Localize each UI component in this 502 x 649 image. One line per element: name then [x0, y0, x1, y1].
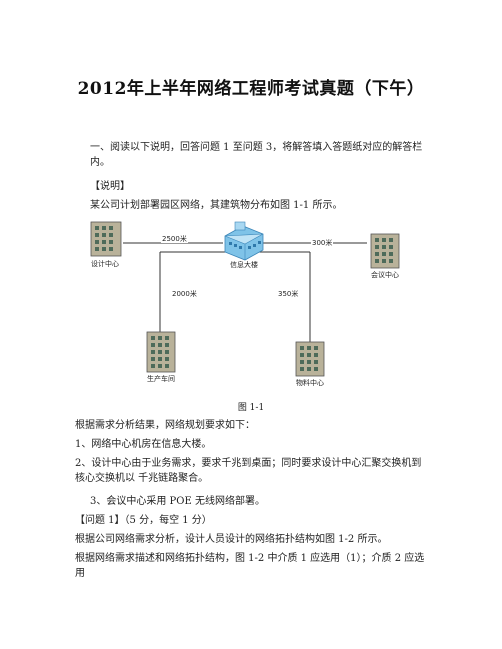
building-icon-design [90, 221, 122, 257]
diagram-lines [90, 221, 400, 377]
building-name-design: 设计中心 [91, 260, 119, 268]
campus-network-diagram: 2500米 300米 2000米 350米 设计中心 信息大楼 会议中心 生产车… [85, 218, 415, 398]
building-name-logistics: 物料中心 [296, 379, 324, 387]
distance-label-info-meeting: 300米 [311, 239, 334, 247]
distance-label-design-info: 2500米 [161, 235, 188, 243]
requirement-2: 2、设计中心由于业务需求，要求千兆到桌面；同时要求设计中心汇聚交换机到核心交换机… [75, 458, 422, 484]
building-name-workshop: 生产车间 [147, 375, 175, 383]
section-label-shuoming: 【说明】 [90, 181, 130, 192]
requirement-3: 3、会议中心采用 POE 无线网络部署。 [90, 496, 265, 507]
requirement-1: 1、网络中心机房在信息大楼。 [75, 439, 212, 450]
building-name-info: 信息大楼 [230, 261, 258, 269]
building-icon-workshop [146, 331, 176, 373]
question-1-text-2: 根据网络需求描述和网络拓扑结构，图 1-2 中介质 1 应选用（1）；介质 2 … [75, 553, 425, 579]
distance-label-workshop: 2000米 [171, 290, 198, 298]
page-title: 2012年上半年网络工程师考试真题（下午） [77, 79, 425, 99]
building-icon-logistics [295, 341, 325, 377]
building-name-meeting: 会议中心 [371, 271, 399, 279]
figure-caption: 图 1-1 [237, 403, 265, 413]
distance-label-logistics: 350米 [277, 290, 300, 298]
question-1-text: 根据公司网络需求分析，设计人员设计的网络拓扑结构如图 1-2 所示。 [75, 534, 388, 545]
requirements-intro: 根据需求分析结果，网络规划要求如下： [75, 420, 255, 431]
question-1-label: 【问题 1】（5 分，每空 1 分） [75, 515, 212, 526]
building-icon-info [224, 221, 264, 261]
description-paragraph: 某公司计划部署园区网络，其建筑物分布如图 1-1 所示。 [90, 200, 343, 211]
building-icon-meeting [370, 233, 400, 269]
intro-paragraph: 一、阅读以下说明，回答问题 1 至问题 3，将解答填入答题纸对应的解答栏内。 [90, 142, 423, 168]
